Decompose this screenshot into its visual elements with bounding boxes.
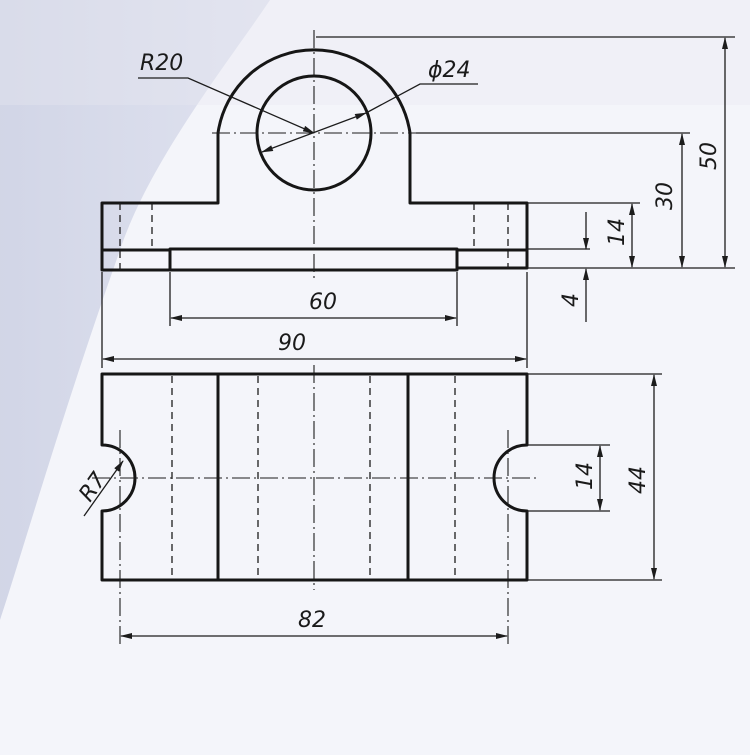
- dimension-14-bottom: 14: [573, 445, 603, 511]
- dimension-82: 82: [120, 608, 508, 639]
- dimension-label-14-top: 14: [605, 218, 630, 246]
- dimension-label-50: 50: [697, 142, 722, 170]
- dimension-label-14-bottom: 14: [573, 462, 598, 490]
- dimension-label-82: 82: [298, 608, 326, 633]
- dimension-label-30: 30: [653, 182, 678, 210]
- dimension-r20: R20: [138, 51, 315, 134]
- dimension-label-44: 44: [626, 466, 651, 494]
- dimension-50: 50: [697, 37, 728, 268]
- dimension-label-r20: R20: [140, 51, 183, 76]
- dimension-60: 60: [169, 272, 458, 326]
- dimension-44: 44: [626, 374, 657, 580]
- dimension-4: 4: [559, 212, 589, 322]
- dimension-label-60: 60: [309, 290, 337, 315]
- dimension-14-top: 14: [605, 203, 635, 268]
- dimension-30: 30: [653, 133, 685, 268]
- dimension-label-90: 90: [278, 331, 306, 356]
- dimension-label-d24: ϕ24: [428, 58, 471, 83]
- dimension-90: 90: [101, 272, 528, 368]
- dimension-d24: ϕ24: [261, 58, 478, 153]
- dimension-label-4: 4: [559, 293, 584, 307]
- paper-edge: [0, 0, 750, 105]
- dimension-label-r7: R7: [74, 468, 111, 506]
- top-view: [92, 365, 540, 645]
- paper-shadow: [0, 0, 270, 620]
